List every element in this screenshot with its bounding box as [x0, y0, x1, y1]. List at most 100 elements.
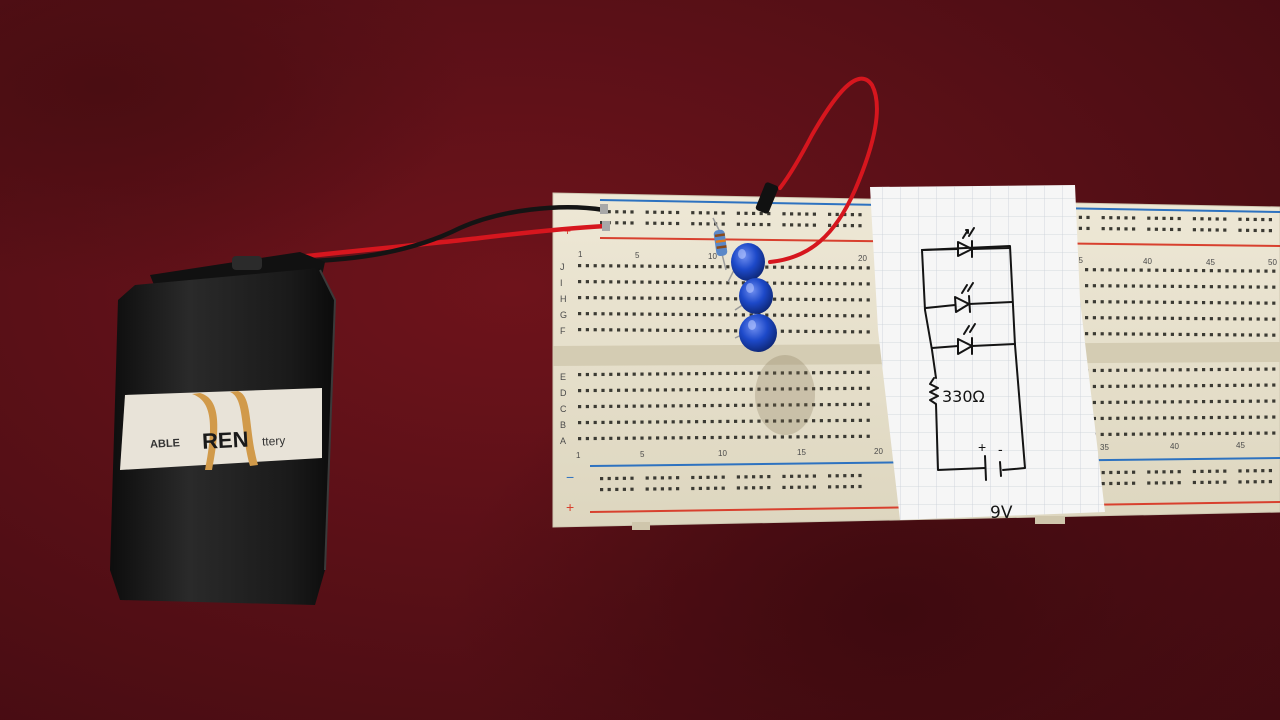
breadboard-hole: [741, 419, 745, 423]
breadboard-hole: [1238, 217, 1242, 221]
breadboard-hole: [1100, 284, 1104, 288]
breadboard-hole: [736, 475, 740, 479]
breadboard-hole: [600, 221, 604, 225]
breadboard-hole: [702, 420, 706, 424]
breadboard-hole: [718, 265, 722, 269]
breadboard-hole: [1177, 227, 1181, 232]
breadboard-hole: [843, 212, 847, 217]
breadboard-hole: [671, 436, 675, 440]
breadboard-hole: [663, 280, 667, 284]
breadboard-hole: [1116, 216, 1120, 220]
breadboard-hole: [695, 280, 699, 285]
breadboard-hole: [1132, 470, 1136, 474]
breadboard-hole: [1108, 268, 1112, 272]
breadboard-hole: [601, 388, 605, 393]
breadboard-hole: [1124, 470, 1128, 474]
breadboard-hole: [1192, 228, 1196, 232]
breadboard-hole: [676, 221, 680, 226]
breadboard-hole: [1209, 367, 1213, 372]
breadboard-hole: [1264, 269, 1268, 273]
breadboard-hole: [851, 314, 855, 318]
breadboard-hole: [663, 404, 667, 408]
breadboard-hole: [804, 419, 808, 423]
breadboard-hole: [1233, 317, 1237, 321]
breadboard-hole: [702, 264, 706, 269]
breadboard-hole: [1264, 383, 1268, 387]
breadboard-hole: [648, 420, 652, 424]
breadboard-hole: [695, 312, 699, 317]
breadboard-hole: [632, 328, 636, 332]
breadboard-hole: [790, 485, 794, 489]
breadboard-hole: [1225, 317, 1229, 321]
breadboard-hole: [726, 297, 730, 301]
breadboard-hole: [640, 404, 644, 408]
breadboard-hole: [1264, 285, 1268, 289]
breadboard-hole: [698, 211, 702, 215]
breadboard-hole: [741, 371, 745, 375]
breadboard-hole: [749, 419, 753, 423]
breadboard-hole: [656, 280, 660, 284]
breadboard-hole: [1202, 268, 1206, 273]
breadboard-hole: [780, 313, 784, 317]
breadboard-hole: [1223, 217, 1227, 221]
breadboard-hole: [782, 485, 786, 490]
breadboard-hole: [1131, 400, 1135, 404]
breadboard-hole: [812, 435, 816, 439]
breadboard-hole: [1241, 333, 1245, 337]
breadboard-hole: [1108, 284, 1112, 288]
breadboard-hole: [578, 389, 582, 393]
breadboard-hole: [804, 281, 808, 286]
breadboard-hole: [1155, 368, 1159, 372]
breadboard-hole: [632, 420, 636, 424]
breadboard-hole: [866, 434, 870, 438]
breadboard-hole: [1186, 268, 1190, 273]
breadboard-hole: [601, 372, 605, 377]
breadboard-hole: [843, 485, 847, 489]
breadboard-hole: [1147, 384, 1151, 388]
breadboard-hole: [632, 372, 636, 376]
breadboard-hole: [734, 435, 738, 439]
breadboard-hole: [1241, 431, 1245, 435]
breadboard-hole: [1124, 284, 1128, 288]
jumper-wire-red: [755, 76, 879, 264]
breadboard-hole: [827, 435, 831, 439]
breadboard-hole: [759, 486, 763, 490]
breadboard-hole: [744, 211, 748, 215]
breadboard-hole: [1194, 384, 1198, 388]
battery-9v: ABLE REN ttery: [110, 252, 337, 605]
breadboard-hole: [663, 312, 667, 316]
breadboard-hole: [663, 388, 667, 392]
breadboard-hole: [744, 222, 748, 226]
breadboard-hole: [1209, 399, 1213, 404]
breadboard-hole: [1108, 300, 1112, 304]
breadboard-hole: [695, 388, 699, 392]
breadboard-hole: [640, 328, 644, 332]
breadboard-hole: [607, 476, 611, 481]
breadboard-hole: [1241, 415, 1245, 419]
breadboard-hole: [1116, 481, 1120, 485]
breadboard-hole: [1248, 269, 1252, 273]
breadboard-hole: [812, 265, 816, 270]
breadboard-hole: [1124, 300, 1128, 304]
breadboard-hole: [648, 372, 652, 376]
breadboard-hole: [718, 387, 722, 392]
breadboard-hole: [640, 372, 644, 376]
breadboard-hole: [1101, 227, 1105, 231]
breadboard-hole: [1132, 481, 1136, 485]
breadboard-hole: [1238, 228, 1242, 232]
breadboard-hole: [1202, 300, 1206, 305]
breadboard-hole: [617, 280, 621, 284]
breadboard-hole: [663, 296, 667, 300]
breadboard-hole: [1170, 300, 1174, 304]
breadboard-hole: [851, 418, 855, 423]
breadboard-hole: [1225, 301, 1229, 305]
breadboard-hole: [866, 402, 870, 406]
breadboard-hole: [1225, 269, 1229, 273]
breadboard-hole: [1163, 332, 1167, 336]
breadboard-hole: [671, 328, 675, 332]
breadboard-hole: [752, 211, 756, 216]
breadboard-hole: [734, 403, 738, 407]
breadboard-hole: [1163, 316, 1167, 320]
breadboard-hole: [1264, 431, 1268, 435]
breadboard-hole: [788, 265, 792, 269]
